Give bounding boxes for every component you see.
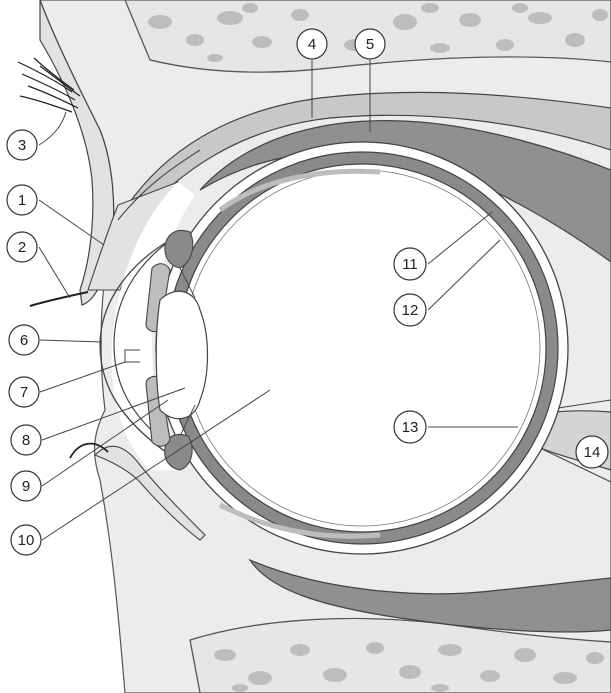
svg-text:6: 6 (20, 332, 28, 349)
svg-text:7: 7 (20, 384, 28, 401)
label-10: 10 (11, 525, 41, 555)
svg-text:5: 5 (366, 36, 374, 53)
svg-text:14: 14 (584, 444, 601, 461)
label-7: 7 (9, 377, 39, 407)
label-14: 14 (576, 436, 608, 468)
label-12: 12 (394, 294, 426, 326)
label-1: 1 (7, 185, 37, 215)
svg-text:1: 1 (18, 192, 26, 209)
svg-text:8: 8 (22, 432, 30, 449)
label-8: 8 (11, 425, 41, 455)
upper-lash-line (30, 292, 88, 306)
lens (156, 291, 207, 418)
label-6: 6 (9, 325, 39, 355)
svg-text:9: 9 (22, 478, 30, 495)
svg-text:11: 11 (402, 256, 418, 273)
label-3: 3 (7, 130, 37, 160)
svg-text:2: 2 (18, 239, 26, 256)
label-11: 11 (394, 248, 426, 280)
vitreous-body (184, 170, 540, 526)
label-9: 9 (11, 471, 41, 501)
svg-text:13: 13 (402, 419, 419, 436)
svg-text:4: 4 (308, 36, 316, 53)
label-2: 2 (7, 232, 37, 262)
svg-text:3: 3 (18, 137, 26, 154)
label-4: 4 (297, 29, 327, 59)
label-5: 5 (355, 29, 385, 59)
svg-text:10: 10 (18, 532, 35, 549)
label-13: 13 (394, 411, 426, 443)
svg-text:12: 12 (402, 302, 419, 319)
